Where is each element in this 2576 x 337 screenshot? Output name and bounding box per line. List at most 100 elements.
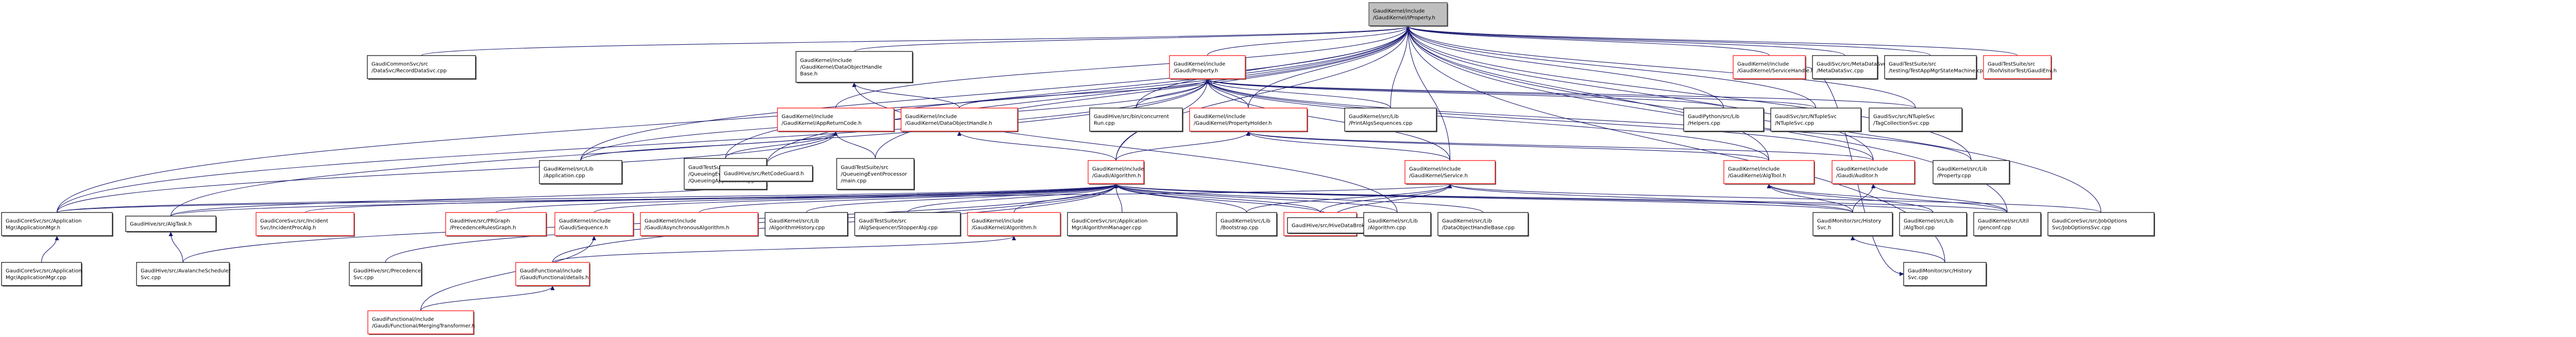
node-label-line: GaudiSvc/src/NTupleSvc xyxy=(1873,114,1935,120)
graph-node-algtool[interactable]: GaudiKernel/include/GaudiKernel/AlgTool.… xyxy=(1723,160,1815,185)
edge-galgorithm-to-root xyxy=(1115,26,1410,161)
node-label-line: GaudiKernel/src/Lib xyxy=(1221,219,1270,224)
node-label-line: GaudiCoreSvc/src/Application xyxy=(6,269,81,274)
node-box xyxy=(1088,160,1144,184)
node-label-line: Svc/IncidentProcAlg.h xyxy=(260,225,316,231)
edge-avalanche-to-algtask xyxy=(168,232,183,263)
node-label-line: GaudiKernel/src/Lib xyxy=(769,219,819,224)
node-label-line: GaudiSvc/src/NTupleSvc xyxy=(1775,114,1837,120)
node-label-line: GaudiKernel/include xyxy=(972,219,1023,224)
graph-node-joboptions[interactable]: GaudiCoreSvc/src/JobOptionsSvc/JobOption… xyxy=(2047,212,2155,237)
node-box xyxy=(1899,212,1967,236)
node-label-line: GaudiHive/src/PRGraph xyxy=(450,219,510,224)
node-box xyxy=(795,51,913,83)
node-label-line: /Gaudi/AsynchronousAlgorithm.h xyxy=(645,225,730,231)
graph-node-galgorithm[interactable]: GaudiKernel/include/Gaudi/Algorithm.h xyxy=(1088,160,1145,185)
node-label-line: /DataSvc/RecordDataSvc.cpp xyxy=(371,68,447,74)
graph-node-incidentproc[interactable]: GaudiCoreSvc/src/IncidentSvc/IncidentPro… xyxy=(256,212,355,237)
graph-node-gaudienv[interactable]: GaudiTestSuite/src/ToolVisitorTest/Gaudi… xyxy=(1983,55,2057,80)
node-label-line: GaudiKernel/include xyxy=(1728,167,1780,172)
node-label-line: /Gaudi/Functional/details.h xyxy=(520,275,589,281)
node-label-line: /Gaudi/Auditor.h xyxy=(1836,173,1878,179)
graph-node-gproperty[interactable]: GaudiKernel/include/Gaudi/Property.h xyxy=(1169,55,1246,80)
graph-node-algtask[interactable]: GaudiHive/src/AlgTask.h xyxy=(125,216,217,233)
node-label-line: GaudiKernel/src/Lib xyxy=(1937,167,1987,172)
node-box xyxy=(1368,2,1448,26)
graph-node-dohbasecpp[interactable]: GaudiKernel/src/Lib/DataObjectHandleBase… xyxy=(1437,212,1529,237)
graph-node-tagcoll[interactable]: GaudiSvc/src/NTupleSvc/TagCollectionSvc.… xyxy=(1869,108,1963,132)
edge-service-to-root xyxy=(1406,26,1451,161)
node-label-line: /GaudiKernel/AlgTool.h xyxy=(1728,173,1786,179)
graph-node-printalgs[interactable]: GaudiKernel/src/Lib/PrintAlgsSequences.c… xyxy=(1344,108,1437,132)
graph-node-dataobjecthandle[interactable]: GaudiKernel/include/GaudiKernel/DataObje… xyxy=(901,108,1019,132)
edge-application-to-root xyxy=(580,26,1410,161)
node-label-line: GaudiHive/src/RetCodeGuard.h xyxy=(724,171,804,177)
node-label-line: /GaudiKernel/DataObjectHandle.h xyxy=(905,121,992,127)
edge-helpers-to-gproperty xyxy=(1205,79,1724,109)
graph-node-servicehandle[interactable]: GaudiKernel/include/GaudiKernel/ServiceH… xyxy=(1733,55,1814,80)
graph-node-dohbase[interactable]: GaudiKernel/include/GaudiKernel/DataObje… xyxy=(795,51,913,83)
graph-node-ntuplesvc[interactable]: GaudiSvc/src/NTupleSvc/NTupleSvc.cpp xyxy=(1770,108,1862,132)
node-label-line: GaudiMonitor/src/History xyxy=(1908,269,1972,274)
node-label-line: /genconf.cpp xyxy=(1978,225,2011,231)
graph-node-algmanager[interactable]: GaudiCoreSvc/src/ApplicationMgr/Algorith… xyxy=(1067,212,1178,237)
graph-node-queueingmain[interactable]: GaudiTestSuite/src/QueueingEventProcesso… xyxy=(836,158,915,190)
graph-node-propertycpp[interactable]: GaudiKernel/src/Lib/Property.cpp xyxy=(1933,160,2010,185)
edge-printalgs-to-gproperty xyxy=(1205,79,1391,109)
graph-node-asyncalg[interactable]: GaudiKernel/include/Gaudi/AsynchronousAl… xyxy=(640,212,759,237)
edge-algresourcepool-to-galgorithm xyxy=(1114,184,1321,213)
graph-node-algorithmcpp[interactable]: GaudiKernel/src/Lib/Algorithm.cpp xyxy=(1363,212,1432,237)
node-label-line: GaudiFunctional/include xyxy=(372,317,434,323)
node-box xyxy=(1812,212,1893,236)
node-label-line: Mgr/ApplicationMgr.cpp xyxy=(6,275,66,281)
graph-node-fdetails[interactable]: GaudiFunctional/include/Gaudi/Functional… xyxy=(515,262,590,287)
graph-node-auditor[interactable]: GaudiKernel/include/Gaudi/Auditor.h xyxy=(1832,160,1916,185)
edge-propertyholder-to-root xyxy=(1248,26,1410,109)
graph-node-appmgrcpp[interactable]: GaudiCoreSvc/src/ApplicationMgr/Applicat… xyxy=(1,262,82,287)
graph-node-sequence[interactable]: GaudiKernel/include/Gaudi/Sequence.h xyxy=(554,212,634,237)
edge-printalgs-to-root xyxy=(1390,26,1410,109)
edge-retcodeguard-to-root xyxy=(766,26,1410,166)
graph-node-bootstrap[interactable]: GaudiKernel/src/Lib/Bootstrap.cpp xyxy=(1216,212,1278,237)
graph-node-retcodeguard[interactable]: GaudiHive/src/RetCodeGuard.h xyxy=(719,165,814,182)
node-label-line: GaudiCommonSvc/src xyxy=(371,62,428,67)
graph-node-metadatasvc[interactable]: GaudiSvc/src/MetaDataSvc/MetaDataSvc.cpp xyxy=(1812,55,1886,80)
edge-propertycpp-to-root xyxy=(1406,26,1972,161)
node-label-line: /AlgorithmHistory.cpp xyxy=(769,225,825,231)
edge-joboptions-to-service xyxy=(1448,184,2102,213)
graph-node-mergingtransformer[interactable]: GaudiFunctional/include/Gaudi/Functional… xyxy=(367,310,475,335)
graph-node-gkalgorithm[interactable]: GaudiKernel/include/GaudiKernel/Algorith… xyxy=(967,212,1061,237)
node-label-line: /GaudiKernel/IProperty.h xyxy=(1373,15,1435,21)
node-label-line: GaudiKernel/include xyxy=(1092,167,1144,172)
node-label-line: GaudiKernel/include xyxy=(782,114,833,120)
node-box xyxy=(1437,212,1529,236)
node-label-line: /Algorithm.cpp xyxy=(1368,225,1406,231)
graph-node-appmgrh[interactable]: GaudiCoreSvc/src/ApplicationMgr/Applicat… xyxy=(1,212,113,237)
graph-node-root[interactable]: GaudiKernel/include/GaudiKernel/IPropert… xyxy=(1368,2,1448,27)
edge-algtoolcpp-to-algtool xyxy=(1767,184,1934,213)
graph-node-helpers[interactable]: GaudiPython/src/Lib/Helpers.cpp xyxy=(1683,108,1765,132)
graph-node-stopperalg[interactable]: GaudiTestSuite/src/AlgSequencer/StopperA… xyxy=(854,212,961,237)
graph-node-appreturncode[interactable]: GaudiKernel/include/GaudiKernel/AppRetur… xyxy=(777,108,895,132)
graph-node-alghistory[interactable]: GaudiKernel/src/Lib/AlgorithmHistory.cpp xyxy=(765,212,849,237)
graph-node-recorddatasvc[interactable]: GaudiCommonSvc/src/DataSvc/RecordDataSvc… xyxy=(367,55,477,80)
node-box xyxy=(1832,160,1915,184)
graph-node-genconf[interactable]: GaudiKernel/src/Util/genconf.cpp xyxy=(1973,212,2042,237)
graph-node-service[interactable]: GaudiKernel/include/GaudiKernel/Service.… xyxy=(1404,160,1496,185)
graph-node-propertyholder[interactable]: GaudiKernel/include/GaudiKernel/Property… xyxy=(1189,108,1308,132)
graph-node-prgraph[interactable]: GaudiHive/src/PRGraph/PrecedenceRulesGra… xyxy=(445,212,547,237)
graph-node-algtoolcpp[interactable]: GaudiKernel/src/Lib/AlgTool.cpp xyxy=(1899,212,1968,237)
node-label-line: GaudiKernel/src/Util xyxy=(1978,219,2029,224)
graph-node-application[interactable]: GaudiKernel/src/Lib/Application.cpp xyxy=(539,160,623,185)
node-box xyxy=(1,212,113,236)
node-label-line: /GaudiKernel/PropertyHolder.h xyxy=(1194,121,1272,127)
node-label-line: Mgr/AlgorithmManager.cpp xyxy=(1072,225,1142,231)
node-box xyxy=(367,310,474,334)
graph-node-testappmgr[interactable]: GaudiTestSuite/src/testing/TestAppMgrSta… xyxy=(1884,55,1986,80)
edge-mergingtransformer-to-sequence xyxy=(420,236,596,311)
